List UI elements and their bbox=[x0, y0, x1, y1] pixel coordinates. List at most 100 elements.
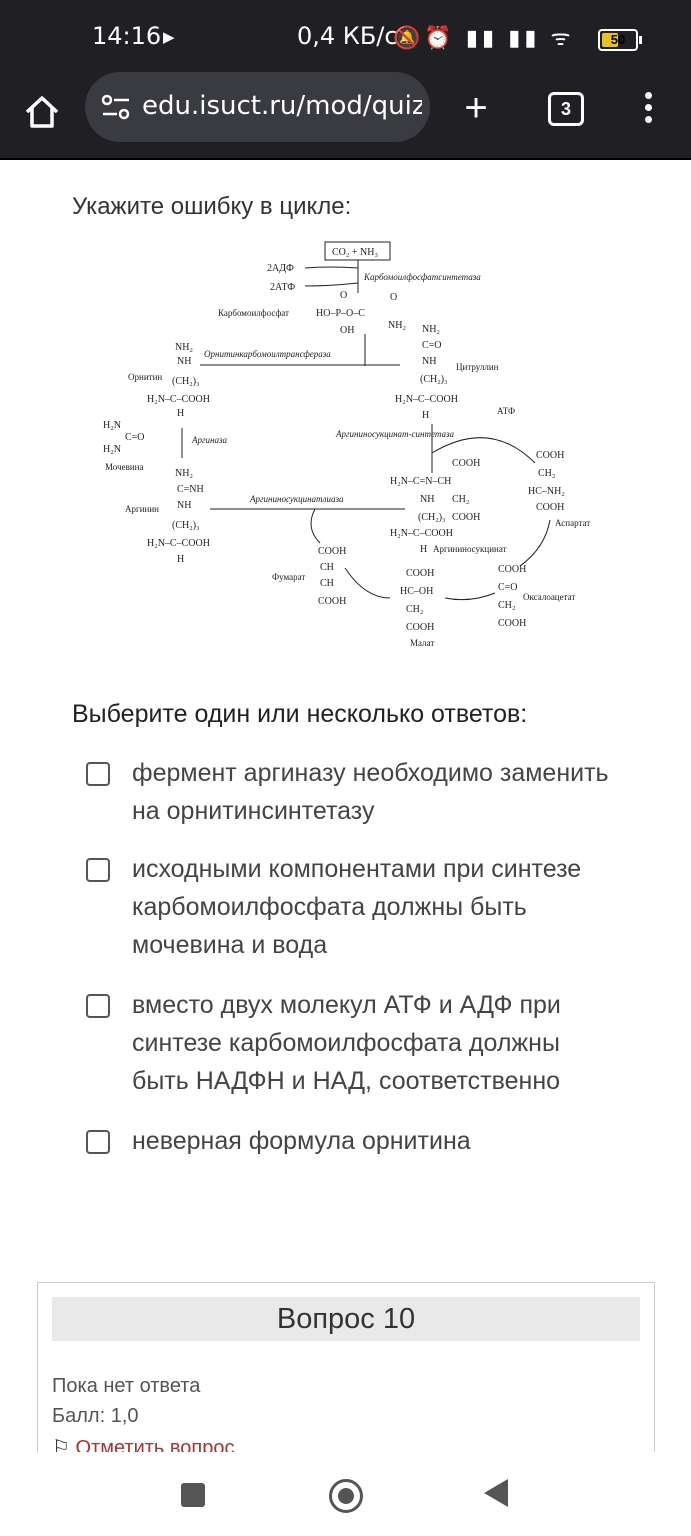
svg-text:COOH: COOH bbox=[498, 564, 526, 575]
otc-label: Орнитинкарбомоилтрансфераза bbox=[204, 349, 331, 359]
svg-text:H: H bbox=[420, 544, 427, 555]
svg-text:CH: CH bbox=[320, 578, 334, 589]
svg-text:H: H bbox=[422, 410, 429, 421]
question-text: Укажите ошибку в цикле: bbox=[72, 193, 352, 220]
option-text[interactable]: фермент аргиназу необходимо заменить на … bbox=[132, 759, 609, 825]
url-bar[interactable]: edu.isuct.ru/mod/quiz bbox=[85, 72, 430, 142]
svg-text:NH₂: NH₂ bbox=[175, 342, 193, 353]
home-icon[interactable] bbox=[22, 92, 62, 132]
svg-text:C=O: C=O bbox=[422, 340, 442, 351]
status-icons: 🔕⏰ ▮▮ ▮▮ ᯤ bbox=[393, 25, 575, 50]
svg-text:NH₂: NH₂ bbox=[388, 320, 406, 331]
atp-label: АТФ bbox=[497, 406, 515, 416]
svg-text:H₂N–C–COOH: H₂N–C–COOH bbox=[390, 528, 453, 539]
network-speed: 0,4 КБ/с bbox=[297, 22, 398, 50]
svg-text:COOH: COOH bbox=[452, 458, 480, 469]
svg-text:(CH₂)₃: (CH₂)₃ bbox=[420, 374, 448, 385]
svg-text:(CH₂)₃: (CH₂)₃ bbox=[172, 376, 200, 387]
fumarate-label: Фумарат bbox=[272, 572, 305, 582]
svg-text:NH: NH bbox=[420, 494, 434, 505]
svg-text:CH: CH bbox=[320, 562, 334, 573]
play-icon: ▶ bbox=[163, 29, 175, 46]
svg-text:(CH₂)₃: (CH₂)₃ bbox=[418, 512, 446, 523]
oxaloacetate-label: Оксалоацетат bbox=[523, 592, 575, 602]
svg-text:NH: NH bbox=[177, 500, 191, 511]
back-icon[interactable] bbox=[484, 1479, 508, 1507]
svg-text:NH₂: NH₂ bbox=[175, 468, 193, 479]
svg-text:C=O: C=O bbox=[498, 582, 518, 593]
next-question-card: Вопрос 10 Пока нет ответа Балл: 1,0 ⚐ От… bbox=[37, 1282, 655, 1459]
svg-text:H₂N: H₂N bbox=[103, 444, 121, 455]
urea-cycle-diagram: CO₂ + NH₃ 2АДФ 2АТФ Карбомоилфосфатсинте… bbox=[103, 241, 590, 648]
svg-text:COOH: COOH bbox=[536, 450, 564, 461]
option-text[interactable]: исходными компонентами при синтезе карбо… bbox=[132, 855, 582, 959]
svg-text:C=O: C=O bbox=[125, 432, 145, 443]
adp-label: 2АДФ bbox=[267, 263, 294, 274]
checkbox[interactable] bbox=[86, 1130, 110, 1154]
answer-option-4[interactable]: неверная формула орнитина bbox=[86, 1122, 626, 1162]
carbamoyl-phosphate-label: Карбомоилфосфат bbox=[218, 308, 289, 318]
site-settings-icon[interactable] bbox=[99, 92, 133, 122]
option-text[interactable]: вместо двух молекул АТФ и АДФ при синтез… bbox=[132, 991, 561, 1095]
citrulline-label: Цитруллин bbox=[456, 362, 499, 372]
system-nav-bar bbox=[0, 1452, 691, 1536]
svg-text:H₂N–C–COOH: H₂N–C–COOH bbox=[395, 394, 458, 405]
question-number: Вопрос 10 bbox=[52, 1297, 640, 1341]
url-text[interactable]: edu.isuct.ru/mod/quiz bbox=[142, 91, 422, 121]
svg-text:CH₂: CH₂ bbox=[538, 468, 555, 479]
atp2-label: 2АТФ bbox=[270, 282, 295, 293]
svg-text:COOH: COOH bbox=[406, 622, 434, 633]
svg-text:COOH: COOH bbox=[318, 546, 346, 557]
checkbox[interactable] bbox=[86, 994, 110, 1018]
answer-option-3[interactable]: вместо двух молекул АТФ и АДФ при синтез… bbox=[86, 986, 626, 1102]
svg-text:OH: OH bbox=[340, 325, 354, 336]
svg-text:H₂N: H₂N bbox=[103, 420, 121, 431]
question-score: Балл: 1,0 bbox=[52, 1405, 139, 1427]
answer-option-1[interactable]: фермент аргиназу необходимо заменить на … bbox=[86, 754, 626, 834]
option-text[interactable]: неверная формула орнитина bbox=[132, 1127, 471, 1155]
home-nav-icon[interactable] bbox=[329, 1479, 363, 1513]
asl-label: Аргининосукцинатлиаза bbox=[249, 494, 344, 504]
svg-text:CH₂: CH₂ bbox=[498, 600, 515, 611]
status-bar: 14:16 ▶ 0,4 КБ/с 🔕⏰ ▮▮ ▮▮ ᯤ 50 bbox=[0, 0, 691, 76]
svg-text:HO–P–O–C: HO–P–O–C bbox=[316, 308, 365, 319]
svg-text:COOH: COOH bbox=[318, 596, 346, 607]
svg-text:CH₂: CH₂ bbox=[452, 494, 469, 505]
malate-label: Малат bbox=[410, 638, 434, 648]
tab-switcher-button[interactable]: 3 bbox=[548, 92, 584, 126]
new-tab-button[interactable]: + bbox=[464, 86, 488, 130]
urea-label: Мочевина bbox=[105, 462, 143, 472]
ass-label: Аргининосукцинат-синтетаза bbox=[335, 429, 454, 439]
svg-text:COOH: COOH bbox=[498, 618, 526, 629]
question-status: Пока нет ответа bbox=[52, 1375, 201, 1397]
battery-icon: 50 bbox=[598, 29, 642, 51]
co2-nh3-label: CO₂ + NH₃ bbox=[332, 247, 378, 258]
svg-text:NH₂: NH₂ bbox=[422, 324, 440, 335]
aspartate-label: Аспартат bbox=[555, 518, 590, 528]
menu-button[interactable] bbox=[640, 92, 656, 128]
svg-text:C=NH: C=NH bbox=[177, 484, 204, 495]
arginase-label: Аргиназа bbox=[191, 435, 227, 445]
svg-text:COOH: COOH bbox=[452, 512, 480, 523]
svg-text:HC–NH₂: HC–NH₂ bbox=[528, 486, 565, 497]
checkbox[interactable] bbox=[86, 858, 110, 882]
svg-text:(CH₂)₃: (CH₂)₃ bbox=[172, 520, 200, 531]
svg-text:HC–OH: HC–OH bbox=[400, 586, 433, 597]
answer-option-2[interactable]: исходными компонентами при синтезе карбо… bbox=[86, 850, 626, 966]
status-time: 14:16 bbox=[92, 22, 162, 50]
svg-text:H₂N–C=N–CH: H₂N–C=N–CH bbox=[390, 476, 451, 487]
svg-text:COOH: COOH bbox=[536, 502, 564, 513]
argininosuccinate-label: Аргининосукцинат bbox=[433, 544, 507, 554]
svg-text:O: O bbox=[390, 292, 397, 303]
svg-text:NH: NH bbox=[177, 356, 191, 367]
svg-text:NH: NH bbox=[422, 356, 436, 367]
recents-icon[interactable] bbox=[181, 1483, 205, 1507]
svg-text:H: H bbox=[177, 554, 184, 565]
cps-label: Карбомоилфосфатсинтетаза bbox=[363, 272, 481, 282]
checkbox[interactable] bbox=[86, 762, 110, 786]
svg-text:O: O bbox=[340, 290, 347, 301]
svg-text:H₂N–C–COOH: H₂N–C–COOH bbox=[147, 538, 210, 549]
svg-text:CH₂: CH₂ bbox=[406, 604, 423, 615]
ornithine-label: Орнитин bbox=[128, 372, 162, 382]
svg-text:H: H bbox=[177, 408, 184, 419]
